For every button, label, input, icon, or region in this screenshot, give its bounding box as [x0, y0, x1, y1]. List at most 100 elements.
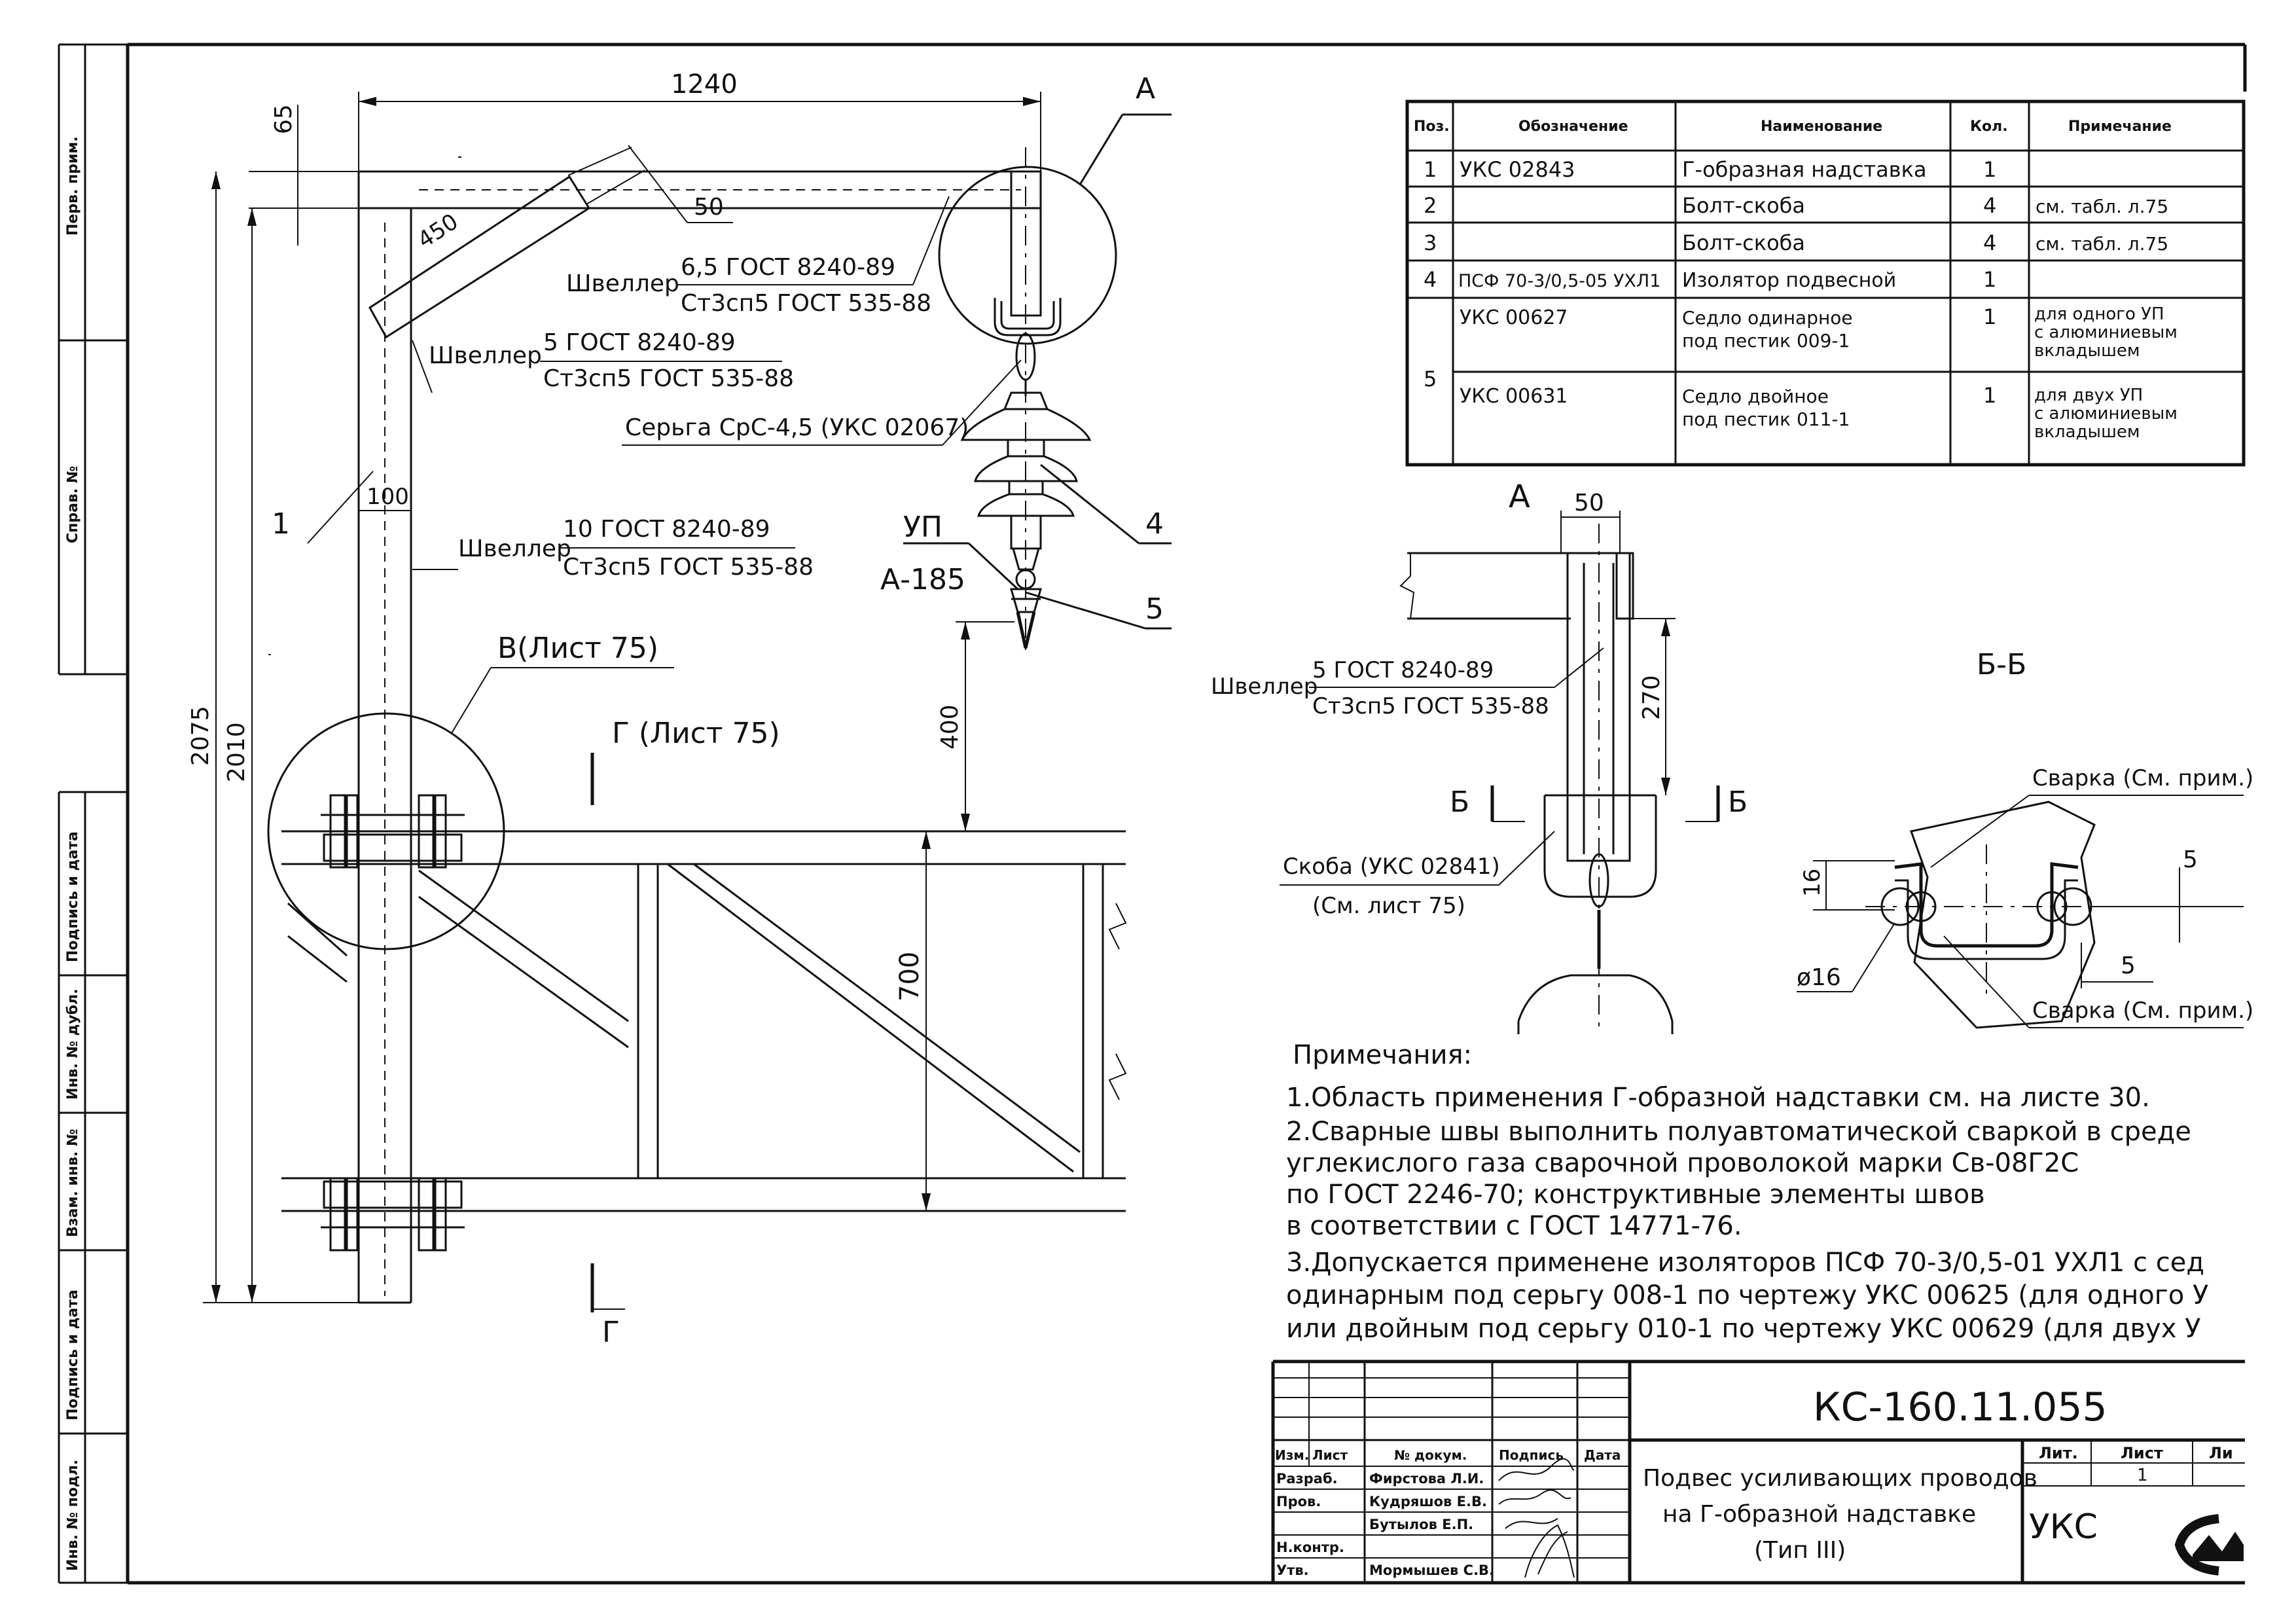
channel-2-prefix: Швеллер	[429, 342, 542, 369]
tb-col-list: Лист	[1312, 1447, 1348, 1463]
svg-text:2: 2	[1424, 193, 1437, 218]
channel-1-den: Ст3сп5 ГОСТ 535-88	[681, 290, 931, 317]
tb-name-5: Мормышев С.В.	[1369, 1562, 1494, 1578]
svg-text:4: 4	[1983, 230, 1996, 255]
ref-B-label: В(Лист 75)	[497, 632, 658, 665]
svg-text:см. табл. л.75: см. табл. л.75	[2036, 233, 2168, 255]
dia-16: ø16	[1797, 964, 1841, 991]
note-line-4: по ГОСТ 2246-70; конструктивные элементы…	[1286, 1180, 1985, 1210]
svg-text:1: 1	[1424, 157, 1437, 182]
dim-5b: 5	[2121, 952, 2136, 979]
svg-text:4: 4	[1983, 193, 1996, 218]
dim-2010: 2010	[223, 722, 250, 782]
tb-org: УКС	[2029, 1507, 2098, 1547]
dim-270: 270	[1638, 675, 1665, 720]
svg-text:УКС 02843: УКС 02843	[1460, 157, 1575, 182]
dim-1240: 1240	[671, 69, 738, 99]
dim-16: 16	[1799, 869, 1825, 897]
svg-text:5: 5	[1424, 367, 1437, 391]
dim-50-viewA: 50	[1574, 490, 1604, 516]
svg-text:Изолятор подвесной: Изолятор подвесной	[1682, 269, 1896, 292]
svg-text:см. табл. л.75: см. табл. л.75	[2036, 196, 2168, 217]
spec-header-qty: Кол.	[1970, 118, 2008, 135]
tb-lit-label: Лит.	[2039, 1444, 2078, 1462]
side-label-vzam: Взам. инв. №	[65, 1129, 81, 1237]
svg-text:под пестик 011-1: под пестик 011-1	[1682, 408, 1850, 430]
channel-2-den: Ст3сп5 ГОСТ 535-88	[543, 365, 794, 392]
dim-5a: 5	[2183, 846, 2198, 873]
drawing-frame	[58, 43, 2247, 1585]
svg-text:для одного УП: для одного УП	[2034, 304, 2164, 324]
tb-sheet-value: 1	[2137, 1466, 2148, 1485]
note-line-7: одинарным под серьгу 008-1 по чертежу УК…	[1286, 1280, 2208, 1310]
svg-text:с алюминиевым: с алюминиевым	[2034, 323, 2178, 342]
spec-header-name: Наименование	[1761, 118, 1882, 135]
dim-50-main: 50	[694, 194, 724, 221]
shackle-label: Серьга СрС-4,5 (УКС 02067)	[625, 414, 969, 441]
title-line-2: на Г-образной надставке	[1662, 1501, 1976, 1528]
view-A: А 50 270 Б Б	[1211, 478, 1748, 1034]
tb-name-3: Бутылов Е.П.	[1369, 1517, 1473, 1532]
tb-name-2: Кудряшов Е.В.	[1369, 1494, 1487, 1509]
side-label-sign2: Подпись и дата	[65, 1290, 81, 1420]
svg-text:Седло одинарное: Седло одинарное	[1682, 307, 1853, 329]
svg-text:3: 3	[1424, 230, 1437, 255]
svg-text:вкладышем: вкладышем	[2034, 341, 2140, 361]
wire-label: А-185	[880, 563, 965, 596]
channel-3-prefix: Швеллер	[458, 535, 571, 562]
bracket-label-1: Скоба (УКС 02841)	[1283, 854, 1500, 880]
insulator	[960, 391, 1092, 571]
spec-header-code: Обозначение	[1518, 118, 1628, 135]
dim-65: 65	[270, 104, 297, 134]
svg-text:с алюминиевым: с алюминиевым	[2034, 404, 2178, 424]
channel-3-den: Ст3сп5 ГОСТ 535-88	[563, 554, 814, 581]
svg-text:1: 1	[1983, 304, 1996, 329]
spec-table: Поз. Обозначение Наименование Кол. Приме…	[1405, 99, 2246, 467]
tb-sheet-label: Лист	[2121, 1444, 2163, 1462]
up-label: УП	[903, 511, 942, 544]
side-label-sprav: Справ. №	[65, 466, 81, 543]
tb-role-utv: Утв.	[1276, 1562, 1309, 1578]
doc-number: КС-160.11.055	[1813, 1384, 2108, 1430]
cut-B-right: Б	[1728, 785, 1748, 819]
tb-sheets-label: Ли	[2209, 1444, 2233, 1462]
pos-5-label: 5	[1145, 592, 1164, 626]
viewA-channel-prefix: Швеллер	[1211, 674, 1318, 700]
label-A-main: А	[1136, 72, 1155, 105]
tb-name-1: Фирстова Л.И.	[1369, 1471, 1484, 1487]
table-row: УКС 00631 Седло двойное под пестик 011-1…	[1460, 383, 2178, 442]
notes: Примечания: 1.Область применения Г-образ…	[1286, 1040, 2208, 1344]
weld-top-label: Сварка (См. прим.)	[2032, 765, 2253, 791]
svg-text:4: 4	[1424, 267, 1437, 292]
tb-role-prov: Пров.	[1276, 1494, 1321, 1509]
tb-col-sign: Подпись	[1499, 1447, 1564, 1463]
title-line-3: (Тип III)	[1754, 1537, 1846, 1564]
viewA-channel-den: Ст3сп5 ГОСТ 535-88	[1312, 693, 1549, 719]
title-block: КС-160.11.055 Изм. Лист № докум. Подпись…	[1271, 1360, 2245, 1583]
svg-text:Седло двойное: Седло двойное	[1682, 386, 1829, 407]
tb-role-nkontr: Н.контр.	[1276, 1540, 1344, 1555]
svg-text:под пестик 009-1: под пестик 009-1	[1682, 330, 1850, 352]
dim-100: 100	[367, 484, 409, 510]
title-line-1: Подвес усиливающих проводов	[1643, 1465, 2037, 1492]
side-label-podl: Инв. № подл.	[65, 1460, 81, 1571]
table-row: 1 УКС 02843 Г-образная надставка 1	[1424, 157, 1996, 182]
section-BB: Б-Б Сварка (См. прим.) Сварка (См. прим.…	[1797, 648, 2253, 1029]
svg-text:Болт-скоба: Болт-скоба	[1682, 230, 1805, 255]
cut-B-left: Б	[1450, 785, 1469, 819]
signature-marks	[1498, 1458, 1575, 1578]
svg-text:УКС 00631: УКС 00631	[1460, 385, 1568, 408]
table-row: 2 Болт-скоба 4 см. табл. л.75	[1424, 193, 2168, 218]
tb-col-doc: № докум.	[1394, 1447, 1467, 1463]
channel-3-num: 10 ГОСТ 8240-89	[563, 516, 770, 543]
svg-text:Г-образная надставка: Г-образная надставка	[1682, 157, 1927, 182]
tb-col-date: Дата	[1584, 1447, 1621, 1463]
note-line-1: 1.Область применения Г-образной надставк…	[1286, 1083, 2150, 1113]
channel-1-prefix: Швеллер	[566, 270, 679, 297]
pos-1-label: 1	[272, 507, 290, 541]
cut-G-label: Г	[602, 1316, 620, 1349]
lower-truss	[281, 830, 1127, 1212]
svg-text:1: 1	[1983, 157, 1996, 182]
spec-header-note: Примечание	[2068, 118, 2172, 135]
